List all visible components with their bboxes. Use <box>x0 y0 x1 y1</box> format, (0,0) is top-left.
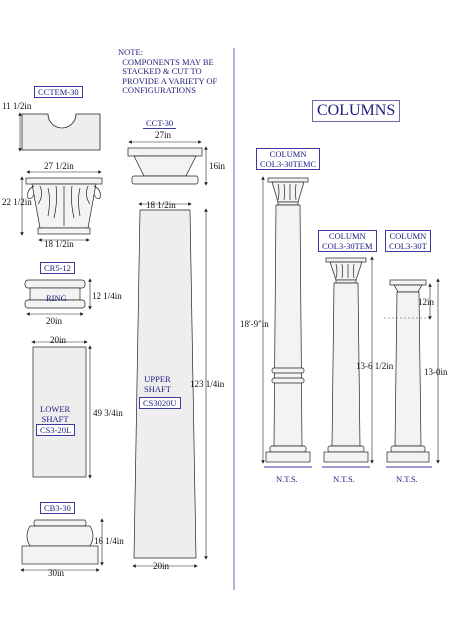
base-height-dim: 16 1/4in <box>94 536 124 546</box>
column-1-nts: N.T.S. <box>276 474 298 484</box>
ring-code: CR5-12 <box>40 262 75 274</box>
page-title: COLUMNS <box>312 100 401 122</box>
column-3-code: COL3-30T <box>389 241 427 251</box>
upper-shaft-height-dim: 123 1/4in <box>190 379 225 389</box>
base-code: CB3-30 <box>40 502 75 514</box>
cct-height-dim: 16in <box>209 161 226 171</box>
ring-name: RING <box>46 293 67 303</box>
lower-shaft-height-dim: 49 3/4in <box>93 408 123 418</box>
lower-shaft-code: CS3-20L <box>36 424 76 436</box>
note-text: NOTE: COMPONENTS MAY BE STACKED & CUT TO… <box>118 47 218 96</box>
column-2-code: COL3-30TEM <box>322 241 373 251</box>
column-2-drawing <box>323 257 369 463</box>
column-2-title: COLUMN <box>328 231 366 241</box>
column-1-drawing <box>265 177 311 463</box>
ring-height-dim: 12 1/4in <box>92 291 122 301</box>
lower-shaft-drawing <box>32 346 87 478</box>
column-3-sub-dim: 12in <box>418 297 435 307</box>
base-drawing <box>21 519 99 565</box>
cct-code: CCT-30 <box>143 118 177 129</box>
cct-top-dim: 27in <box>155 130 172 140</box>
column-3-nts: N.T.S. <box>396 474 418 484</box>
column-2-label: COLUMN COL3-30TEM <box>318 230 377 252</box>
ring-drawing <box>24 279 86 309</box>
cct-cap-drawing <box>127 147 203 185</box>
column-1-height-dim: 18'-9"in <box>240 319 269 329</box>
lower-shaft-name: LOWER SHAFT <box>40 404 71 424</box>
column-3-label: COLUMN COL3-30T <box>385 230 431 252</box>
upper-shaft-name: UPPER SHAFT <box>144 374 171 394</box>
upper-shaft-top-dim: 18 1/2in <box>146 200 176 210</box>
column-1-code: COL3-30TEMC <box>260 159 317 169</box>
lower-shaft-top-dim: 20in <box>50 335 67 345</box>
capital-height-dim: 22 1/2in <box>2 197 32 207</box>
cctem-block <box>21 113 101 151</box>
cctem-height-dim: 11 1/2in <box>2 101 32 111</box>
upper-shaft-code: CS3020U <box>139 397 181 409</box>
cctem-code: CCTEM-30 <box>34 86 83 98</box>
column-2-height-dim: 13-6 1/2in <box>356 361 394 371</box>
column-2-nts: N.T.S. <box>333 474 355 484</box>
column-3-drawing <box>386 279 430 463</box>
upper-shaft-drawing <box>133 209 197 559</box>
capital-top-dim: 27 1/2in <box>44 161 74 171</box>
corinthian-capital <box>25 177 103 235</box>
column-3-height-dim: 13-0in <box>424 367 448 377</box>
column-3-title: COLUMN <box>389 231 427 241</box>
capital-bottom-dim: 18 1/2in <box>44 239 74 249</box>
ring-bottom-dim: 20in <box>46 316 63 326</box>
upper-shaft-bottom-dim: 20in <box>153 561 170 571</box>
column-1-label: COLUMN COL3-30TEMC <box>256 148 321 170</box>
column-1-title: COLUMN <box>269 149 307 159</box>
base-bottom-dim: 30in <box>48 568 65 578</box>
